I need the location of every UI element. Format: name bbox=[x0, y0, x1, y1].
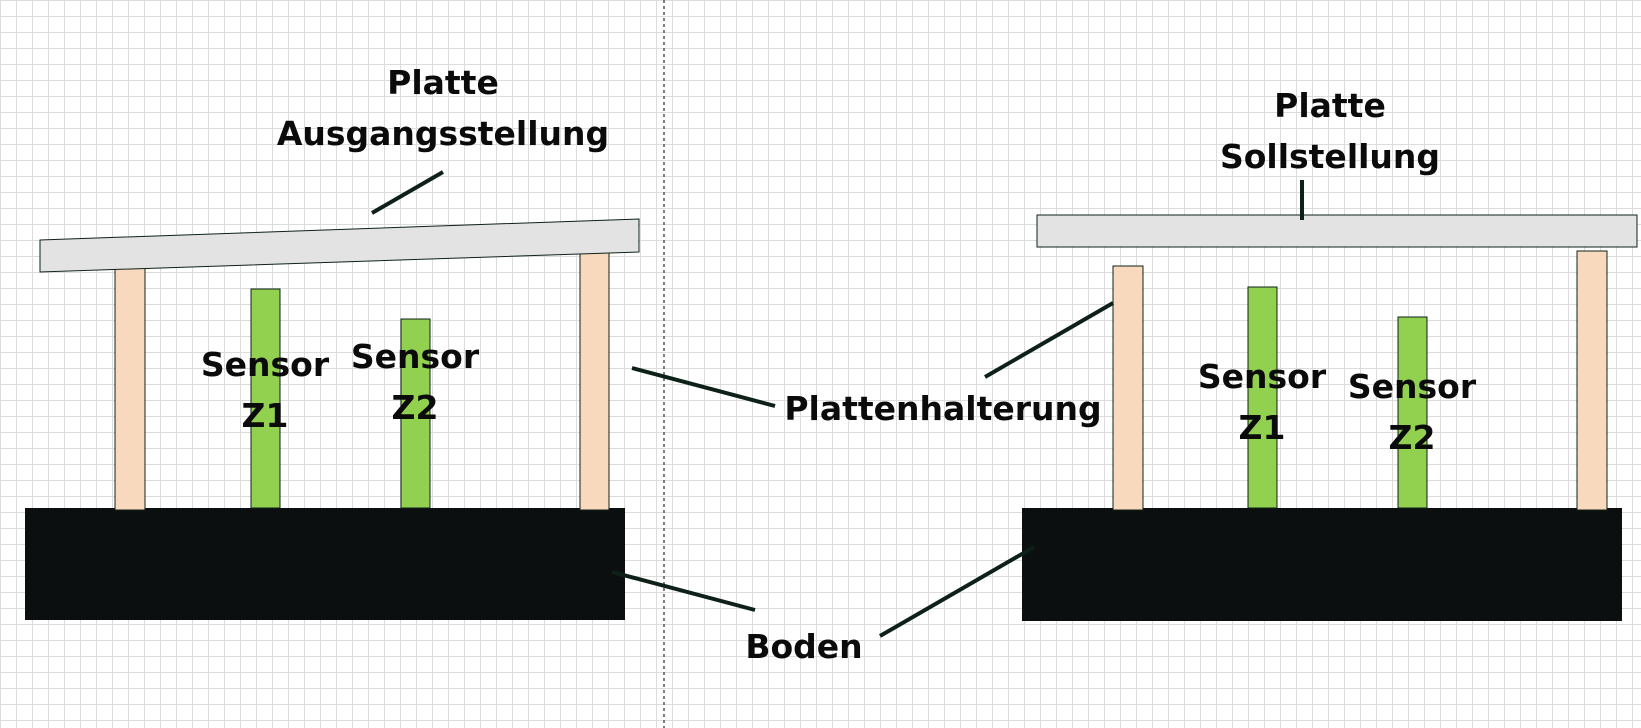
right-panel: Platte Sollstellung Sensor Z1 Sensor Z2 bbox=[1022, 86, 1638, 621]
left-plate-label-line2: Ausgangsstellung bbox=[277, 114, 609, 153]
shared-callouts: Plattenhalterung Boden bbox=[611, 301, 1115, 666]
left-plate-label-line1: Platte bbox=[387, 63, 499, 102]
right-plate-label-line2: Sollstellung bbox=[1220, 137, 1440, 176]
left-sensor-z2-label-line2: Z2 bbox=[392, 388, 439, 427]
holder-label: Plattenhalterung bbox=[784, 389, 1101, 428]
right-sensor-z1-label-line1: Sensor bbox=[1198, 357, 1327, 396]
left-base bbox=[25, 508, 625, 620]
right-holder-right bbox=[1576, 250, 1608, 511]
left-holder-right bbox=[579, 252, 610, 511]
right-base bbox=[1022, 508, 1622, 621]
holder-leader-left bbox=[631, 366, 776, 408]
left-plate-leader-line bbox=[370, 170, 445, 215]
right-sensor-z1-label-line2: Z1 bbox=[1239, 408, 1286, 447]
right-holder-left bbox=[1112, 265, 1144, 511]
right-plate-label-line1: Platte bbox=[1274, 86, 1386, 125]
left-plate-tilted bbox=[39, 218, 640, 273]
base-leader-left bbox=[611, 570, 756, 612]
right-sensor-z1 bbox=[1247, 286, 1278, 509]
left-sensor-z2-label-line1: Sensor bbox=[351, 337, 480, 376]
left-sensor-z1-label-line2: Z1 bbox=[242, 396, 289, 435]
left-panel: Platte Ausgangsstellung Sensor Z1 Sensor… bbox=[25, 63, 640, 620]
right-sensor-z2-label-line1: Sensor bbox=[1348, 367, 1477, 406]
right-sensor-z2-label-line2: Z2 bbox=[1389, 418, 1436, 457]
base-label: Boden bbox=[745, 627, 862, 666]
left-sensor-z1 bbox=[250, 288, 281, 509]
left-holder-left bbox=[114, 267, 146, 511]
left-sensor-z2 bbox=[400, 318, 431, 509]
right-sensor-z2 bbox=[1397, 316, 1428, 509]
left-sensor-z1-label-line1: Sensor bbox=[201, 345, 330, 384]
right-plate-level bbox=[1036, 214, 1638, 248]
holder-leader-right bbox=[983, 301, 1115, 379]
base-leader-right bbox=[878, 545, 1036, 638]
